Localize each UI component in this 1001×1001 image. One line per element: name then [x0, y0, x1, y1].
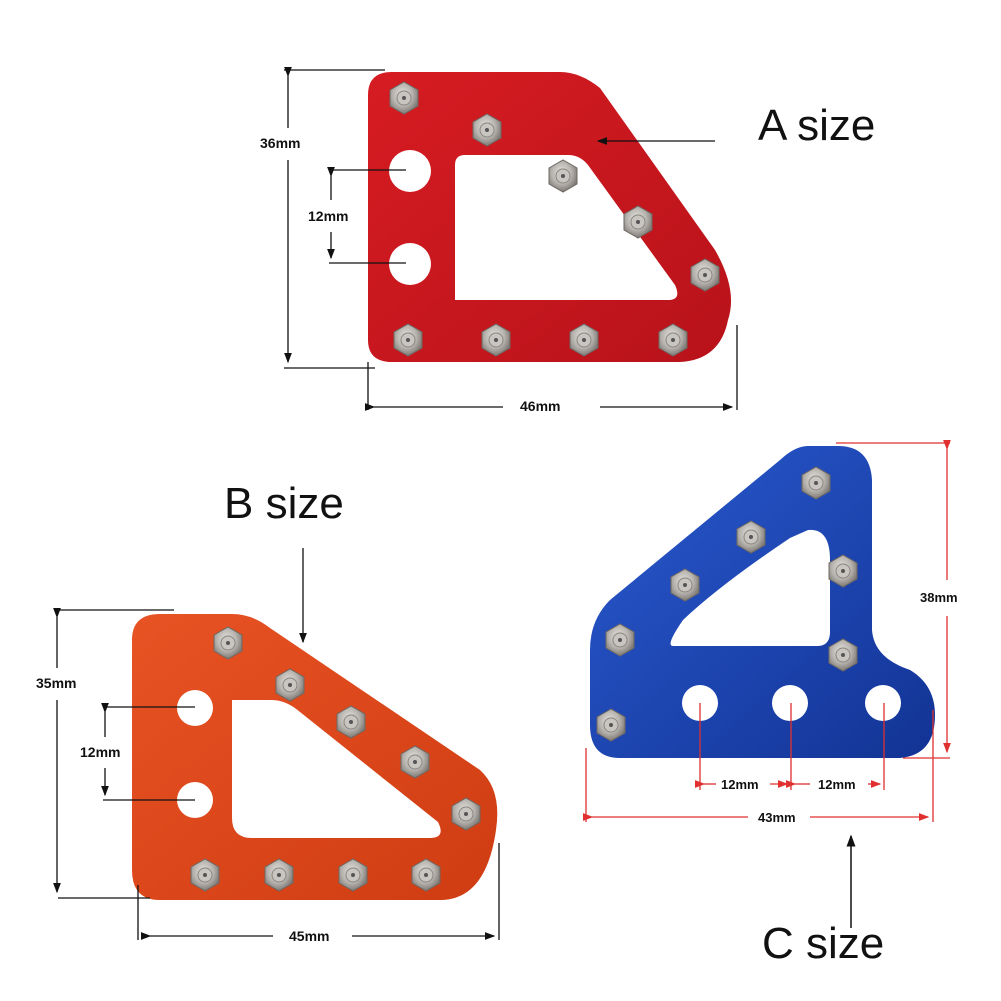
product-a-hole-spacing-label: 12mm — [306, 208, 351, 224]
product-a-pedal-tip — [368, 72, 732, 362]
product-a-height-label: 36mm — [258, 135, 303, 151]
product-b-label: B size — [224, 479, 344, 528]
product-c-label: C size — [762, 919, 885, 968]
product-b-height-label: 35mm — [34, 675, 79, 691]
product-c-hole-spacing-2-label: 12mm — [816, 777, 858, 792]
product-a-width-label: 46mm — [518, 398, 563, 414]
product-b-width-label: 45mm — [287, 928, 332, 944]
product-c-height-label: 38mm — [918, 590, 960, 605]
product-b-dimension-lines — [53, 548, 500, 940]
product-c-pedal-tip — [590, 446, 935, 758]
product-c-width-label: 43mm — [756, 810, 798, 825]
product-b-hole-spacing-label: 12mm — [78, 744, 123, 760]
product-b-pedal-tip — [132, 614, 498, 900]
product-c-dimension-lines — [582, 439, 951, 822]
product-a-dimension-lines — [284, 66, 738, 411]
product-a-label: A size — [758, 101, 876, 150]
product-c-hole-spacing-1-label: 12mm — [719, 777, 761, 792]
